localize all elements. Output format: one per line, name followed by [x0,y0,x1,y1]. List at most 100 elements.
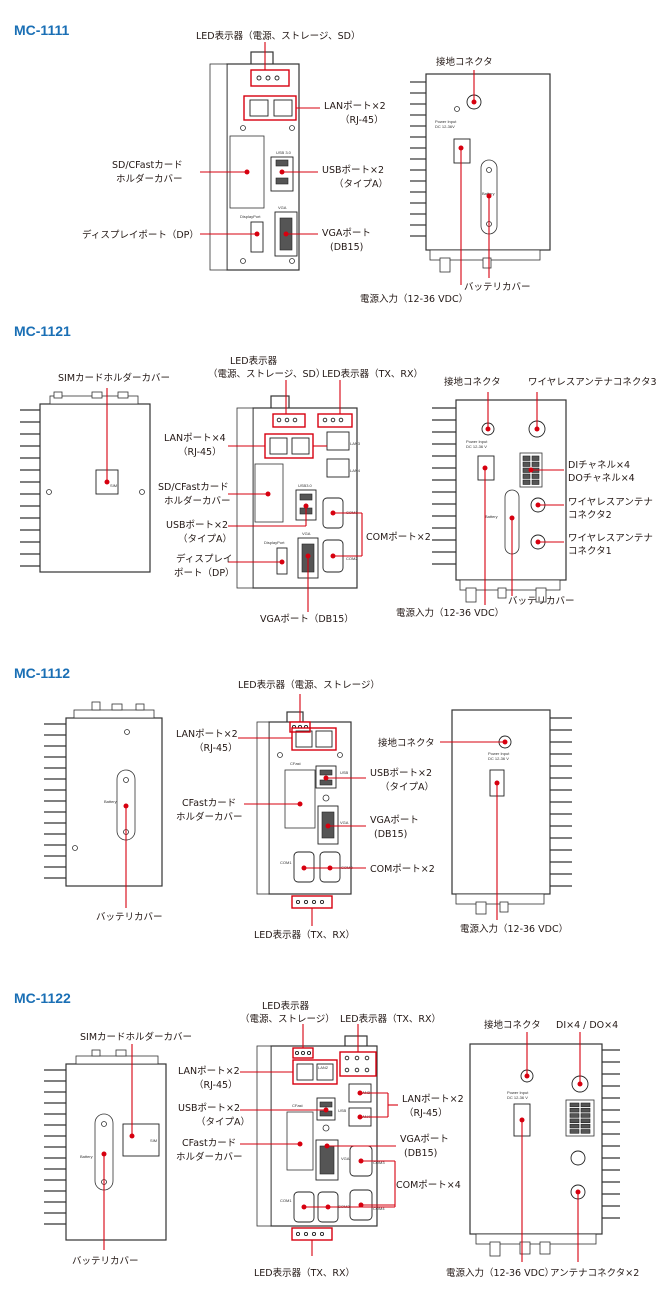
mc-1122-label-power: 電源入力（12-36 VDC） [446,1267,554,1279]
mc-1122-label-usb: USBポート×2 [178,1103,240,1114]
mc-1111-label-dp: ディスプレイポート（DP） [82,229,199,241]
mc-1121-label-wifi2-sub: コネクタ2 [568,510,612,521]
mc-1111-label-usb: USBポート×2 [322,165,384,176]
svg-text:VGA: VGA [302,531,311,536]
mc-1112-label-com: COMポート×2 [370,864,435,875]
mc-1121-label-led-sub: （電源、ストレージ、SD） [208,368,325,380]
mc-1121-label-wifi3: ワイヤレスアンテナコネクタ3 [528,377,657,388]
mc-1121-label-led: LED表示器 [230,355,278,367]
svg-text:CFast: CFast [292,1103,304,1108]
mc-1122-label-antenna: アンテナコネクタ×2 [550,1268,639,1279]
svg-text:Battery: Battery [485,514,498,519]
mc-1111-label-vga: VGAポート [322,228,371,239]
svg-text:VGA: VGA [278,205,287,210]
svg-text:Battery: Battery [104,799,117,804]
svg-text:Power Input: Power Input [507,1090,529,1095]
mc-1121-label-led-txrx: LED表示器（TX、RX） [322,368,423,380]
mc-1121-label-wifi2: ワイヤレスアンテナ [568,497,653,508]
svg-text:LAN2: LAN2 [318,1065,329,1070]
mc-1122-label-dio: DI×4 / DO×4 [556,1020,618,1031]
mc-1112-label-lan: LANポート×2 [176,729,238,740]
mc-1112-right-side-view: Power Input DC 12-36 V [451,709,572,915]
mc-1111-callouts [200,42,492,285]
mc-1121-label-power: 電源入力（12-36 VDC） [396,607,504,619]
mc-1121-label-lan: LANポート×4 [164,433,226,444]
mc-1121-label-dp-sub: ポート（DP） [174,567,235,579]
mc-1122-label-vga-sub: (DB15) [404,1148,437,1159]
mc-1122-label-vga: VGAポート [400,1134,449,1145]
svg-text:Battery: Battery [482,191,495,196]
mc-1121-label-battery: バッテリカバー [508,596,575,607]
mc-1111-label-power: 電源入力（12-36 VDC） [360,293,468,305]
mc-1121-label-com: COMポート×2 [366,532,431,543]
mc-1122-label-cfast: CFastカード [182,1138,236,1149]
svg-text:COM4: COM4 [373,1206,385,1211]
mc-1112-label-ground: 接地コネクタ [378,737,435,749]
mc-1122-callouts [101,1024,583,1262]
svg-text:DisplayPort: DisplayPort [264,540,285,545]
mc-1112-label-vga: VGAポート [370,815,419,826]
mc-1111-front-view: USB 3.0 VGA DisplayPort [209,51,300,271]
section-title-mc-1122: MC-1122 [14,990,71,1006]
mc-1112-label-vga-sub: (DB15) [374,829,407,840]
mc-1121-label-usb: USBポート×2 [166,520,228,531]
svg-text:LAN4: LAN4 [350,468,361,473]
mc-1121-label-wifi1-sub: コネクタ1 [568,546,612,557]
svg-text:USB3.0: USB3.0 [298,483,313,488]
mc-1112-left-side-view: Battery [44,701,163,887]
mc-1112-label-cfast-sub: ホルダーカバー [176,811,243,823]
mc-1121-label-lan-sub: （RJ-45） [178,446,222,458]
svg-text:DC 12-36V: DC 12-36V [435,124,455,129]
svg-text:Power Input: Power Input [466,439,488,444]
mc-1122-label-battery: バッテリカバー [72,1256,139,1267]
mc-1111-label-sd-sub: ホルダーカバー [116,173,183,185]
mc-1121-label-usb-sub: （タイプA） [178,533,232,545]
mc-1122-label-lan: LANポート×2 [178,1066,240,1077]
mc-1122-label-led: LED表示器 [262,1000,310,1012]
mc-1112-label-cfast: CFastカード [182,798,236,809]
svg-text:COM1: COM1 [280,1198,292,1203]
svg-text:USB 3.0: USB 3.0 [276,150,292,155]
section-title-mc-1112: MC-1112 [14,665,70,681]
section-title-mc-1111: MC-1111 [14,22,69,38]
mc-1122-label-sim: SIMカードホルダーカバー [80,1031,192,1043]
mc-1121-label-dio-sub: DOチャネル×4 [568,473,635,484]
svg-text:COM2: COM2 [346,556,358,561]
svg-text:Power Input: Power Input [435,119,457,124]
mc-1122-label-led-txrx-bottom: LED表示器（TX、RX） [254,1267,355,1279]
mc-1121-right-side-view: Power Input DC 12-36 V Battery [432,399,567,603]
mc-1122-label-com: COMポート×4 [396,1180,461,1191]
mc-1121-left-side-view: SIM [20,391,151,573]
mc-1112-front-view: CFast USB VGA COM1 COM2 [256,711,353,909]
mc-1111-label-battery: バッテリカバー [464,282,531,293]
mc-1111-label-ground: 接地コネクタ [436,56,493,68]
mc-1121-label-wifi1: ワイヤレスアンテナ [568,533,653,544]
svg-text:SIM: SIM [150,1138,157,1143]
mc-1122-left-side-view: Battery SIM [44,1049,167,1241]
svg-text:DC 12-36 V: DC 12-36 V [507,1095,528,1100]
mc-1122-label-lan2: LANポート×2 [402,1094,464,1105]
svg-text:Power Input: Power Input [488,751,510,756]
mc-1121-label-ground: 接地コネクタ [444,376,501,388]
mc-1112-label-power: 電源入力（12-36 VDC） [460,923,568,935]
mc-1122-front-view: LAN2 LAN3 LAN4 CFast USB VGA COM1 COM2 C… [256,1035,385,1241]
mc-1111-label-lan: LANポート×2 [324,101,386,112]
svg-text:SIM: SIM [110,483,117,488]
mc-1111-label-led: LED表示器（電源、ストレージ、SD） [196,30,360,42]
mc-1112-label-battery: バッテリカバー [96,912,163,923]
svg-text:USB: USB [340,770,349,775]
mc-1121-callouts [104,380,564,612]
mc-1122-label-ground: 接地コネクタ [484,1019,541,1031]
mc-1121-front-view: COM1 COM2 LAN3 LAN4 USB3.0 VGA DisplayPo… [236,395,361,589]
mc-1112-label-led: LED表示器（電源、ストレージ） [238,679,380,691]
mc-1121-label-sd-sub: ホルダーカバー [164,495,231,507]
svg-text:CFast: CFast [290,761,302,766]
mc-1112-label-led-txrx: LED表示器（TX、RX） [254,929,355,941]
mc-1112-label-usb-sub: （タイプA） [380,781,434,793]
mc-1121-label-dp: ディスプレイ [176,553,232,565]
mc-1121-label-dio: DIチャネル×4 [568,460,630,471]
mc-1122-label-led-txrx: LED表示器（TX、RX） [340,1013,441,1025]
mc-1122-right-side-view: Power Input DC 12-36 V [469,1043,620,1257]
mc-1122-label-led-sub: （電源、ストレージ） [240,1013,335,1025]
svg-text:LAN3: LAN3 [350,441,361,446]
